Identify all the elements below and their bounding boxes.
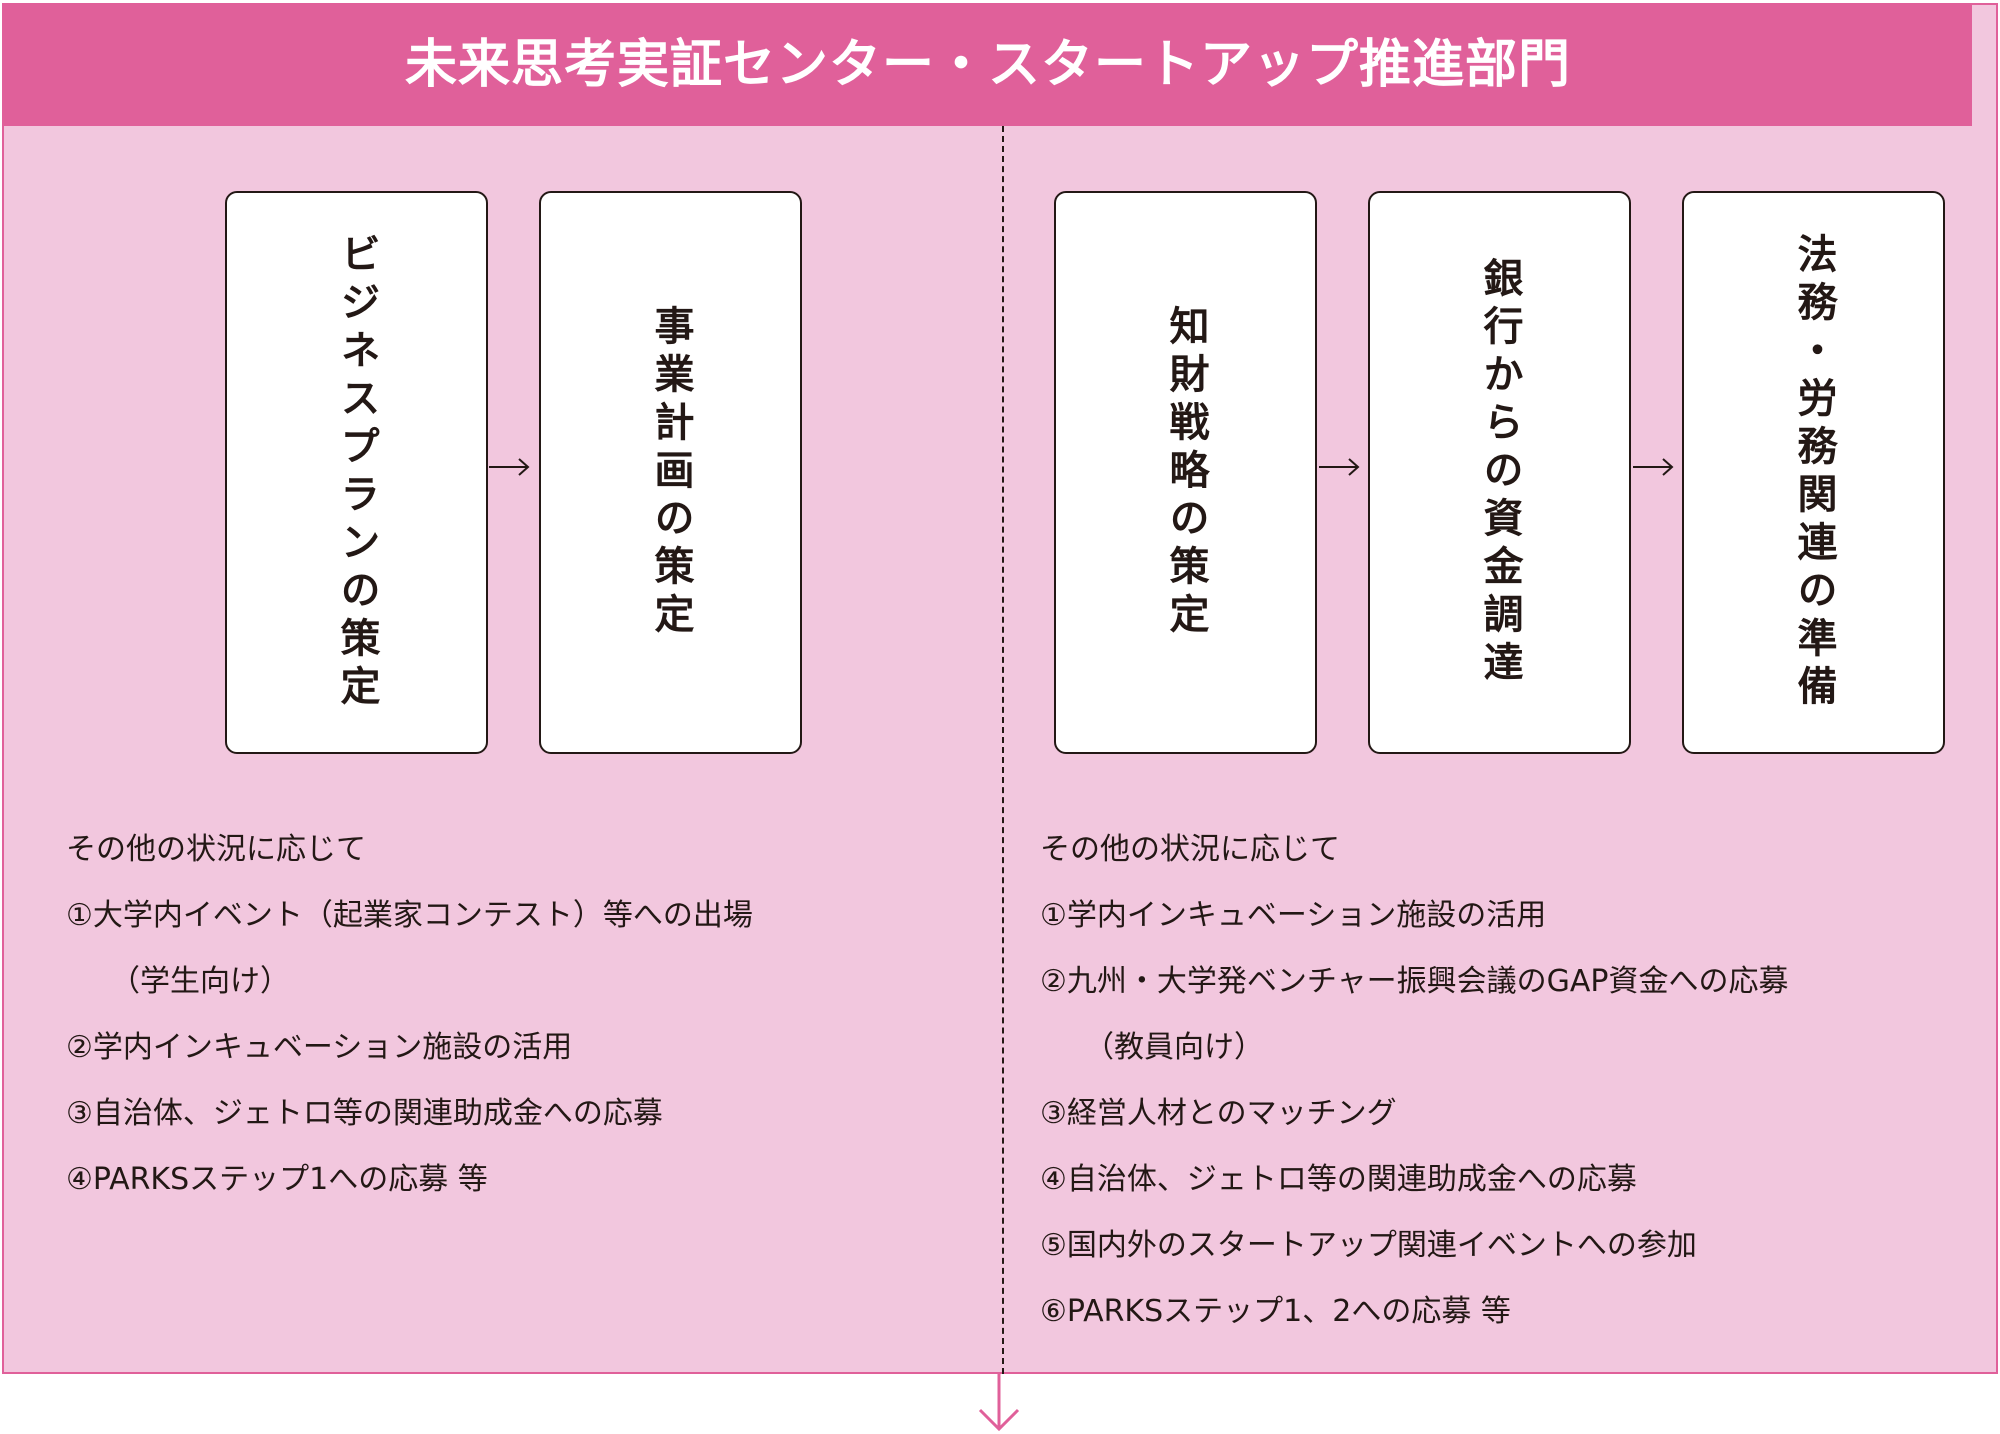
step-label: 知財戦略の策定 [1162, 304, 1209, 641]
list-item: その他の状況に応じて [1040, 832, 1340, 867]
step-label: ビジネスプランの策定 [333, 232, 380, 713]
list-item: ③自治体、ジェトロ等の関連助成金への応募 [66, 1096, 663, 1131]
step-label: 銀行からの資金調達 [1476, 256, 1523, 689]
step-box-ip-strategy: 知財戦略の策定 [1054, 191, 1317, 754]
startup-support-panel: 未来思考実証センター・スタートアップ推進部門 ビジネスプランの策定 事業計画の策… [2, 3, 1998, 1374]
list-item: ④PARKSステップ1への応募 等 [66, 1162, 488, 1197]
arrow-right-icon [1319, 458, 1360, 476]
list-item: ①大学内イベント（起業家コンテスト）等への出場 [66, 898, 753, 933]
step-label: 法務・労務関連の準備 [1790, 232, 1837, 713]
list-item: ⑤国内外のスタートアップ関連イベントへの参加 [1040, 1228, 1697, 1263]
list-item: ④自治体、ジェトロ等の関連助成金への応募 [1040, 1162, 1637, 1197]
step-box-bank-financing: 銀行からの資金調達 [1368, 191, 1631, 754]
list-item: ①学内インキュベーション施設の活用 [1040, 898, 1547, 933]
panel-header: 未来思考実証センター・スタートアップ推進部門 [4, 5, 1972, 126]
list-item: ②学内インキュベーション施設の活用 [66, 1030, 573, 1065]
arrow-right-icon [489, 458, 530, 476]
list-item: （学生向け） [110, 964, 290, 999]
list-item: （教員向け） [1084, 1030, 1264, 1065]
step-label: 事業計画の策定 [647, 304, 694, 641]
step-box-legal-labor: 法務・労務関連の準備 [1682, 191, 1945, 754]
list-item: ③経営人材とのマッチング [1040, 1096, 1397, 1131]
left-support-list: その他の状況に応じて ①大学内イベント（起業家コンテスト）等への出場 （学生向け… [66, 817, 753, 1213]
panel-title: 未来思考実証センター・スタートアップ推進部門 [404, 35, 1571, 95]
step-box-business-plan: ビジネスプランの策定 [225, 191, 488, 754]
arrow-right-icon [1633, 458, 1674, 476]
right-support-list: その他の状況に応じて ①学内インキュベーション施設の活用 ②九州・大学発ベンチャ… [1040, 817, 1788, 1345]
arrow-down-icon [978, 1372, 1020, 1432]
list-item: ⑥PARKSステップ1、2への応募 等 [1040, 1294, 1511, 1329]
column-divider [1002, 126, 1004, 1374]
list-item: ②九州・大学発ベンチャー振興会議のGAP資金への応募 [1040, 964, 1789, 999]
list-item: その他の状況に応じて [66, 832, 366, 867]
step-box-business-planning: 事業計画の策定 [539, 191, 802, 754]
